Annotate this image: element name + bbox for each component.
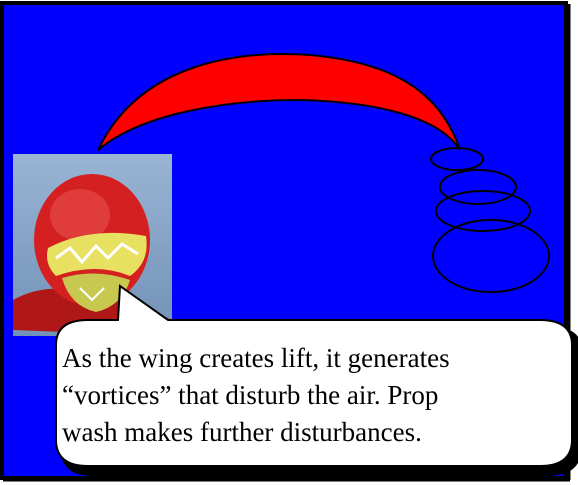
speech-bubble-text: As the wing creates lift, it generates “… (62, 340, 562, 451)
speech-line: “vortices” that disturb the air. Prop (62, 377, 562, 414)
speech-line: As the wing creates lift, it generates (62, 340, 562, 377)
speech-line: wash makes further disturbances. (62, 414, 562, 451)
